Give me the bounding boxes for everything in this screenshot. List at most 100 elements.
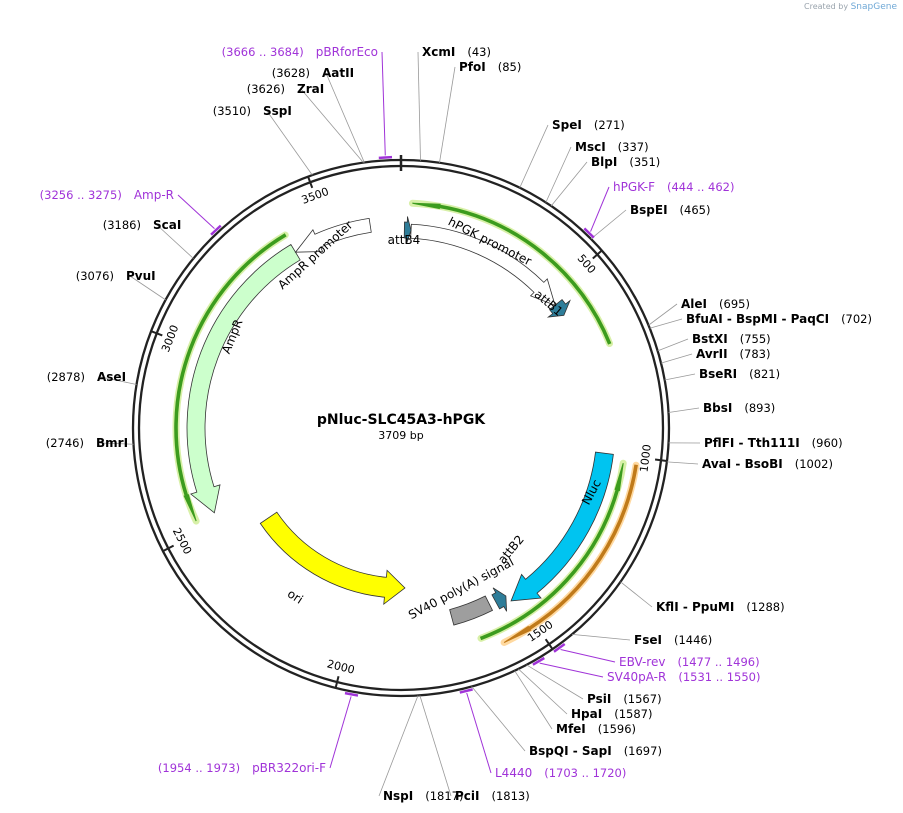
enzyme-position: (1817) (425, 789, 463, 803)
enzyme-name: HpaI (571, 707, 602, 721)
enzyme-position: (271) (594, 118, 625, 132)
enzyme-leader (590, 209, 627, 240)
enzyme-position: (1587) (614, 707, 652, 721)
enzyme-name: BmrI (96, 436, 128, 450)
enzyme-site-hpai[interactable]: HpaI (1587) (571, 707, 652, 721)
leader-lines (99, 51, 701, 797)
enzyme-site-bbsi[interactable]: BbsI (893) (703, 401, 775, 415)
enzyme-position: (755) (740, 332, 771, 346)
feature-sv40-poly-a-signal[interactable] (449, 595, 494, 626)
enzyme-site-spei[interactable]: SpeI (271) (552, 118, 625, 132)
scale-tick (162, 544, 175, 553)
enzyme-leader (514, 670, 553, 730)
enzyme-site-zrai[interactable]: ZraI(3626) (247, 82, 324, 96)
enzyme-site-bspqi-sapi[interactable]: BspQI - SapI(1697) (529, 744, 662, 758)
scale-tick (334, 676, 340, 689)
enzyme-site-aatii[interactable]: AatII(3628) (272, 66, 354, 80)
feature-attb1[interactable] (546, 299, 571, 318)
enzyme-name: SspI (263, 104, 292, 118)
feature-ampr[interactable] (186, 243, 301, 514)
enzyme-site-bmri[interactable]: BmrI(2746) (46, 436, 128, 450)
enzyme-leader (100, 376, 137, 385)
enzyme-site-blpi[interactable]: BlpI(351) (591, 155, 660, 169)
enzyme-position: (85) (498, 60, 522, 74)
primer-name: pBR322ori-F (252, 761, 326, 775)
enzyme-site-asei[interactable]: AseI(2878) (47, 370, 126, 384)
scale-tick (150, 330, 163, 337)
enzyme-name: SpeI (552, 118, 582, 132)
enzyme-site-avrii[interactable]: AvrII(783) (696, 347, 770, 361)
enzyme-leader (545, 146, 572, 203)
primer-amp-r[interactable]: Amp-R(3256 .. 3275) (40, 188, 174, 202)
tick-label: 2000 (326, 657, 356, 676)
tick-label: 1000 (637, 444, 653, 473)
enzyme-leader (526, 664, 584, 700)
enzyme-leader (649, 318, 683, 329)
feature-ori[interactable] (259, 511, 406, 606)
enzyme-site-scai[interactable]: ScaI(3186) (103, 218, 182, 232)
enzyme-site-pvui[interactable]: PvuI(3076) (76, 269, 156, 283)
enzyme-leader (156, 224, 194, 259)
primer-pbrforeco[interactable]: pBRforEco(3666 .. 3684) (222, 45, 378, 59)
enzyme-leader (660, 353, 693, 364)
enzyme-site-alei[interactable]: AleI (695) (681, 297, 750, 311)
enzyme-leader (300, 88, 364, 163)
feature-ampr-promoter[interactable] (294, 217, 372, 253)
enzyme-site-pcii[interactable]: PciI (1813) (455, 789, 530, 803)
enzyme-position: (351) (629, 155, 660, 169)
scale-tick (654, 458, 668, 462)
plasmid-name: pNluc-SLC45A3-hPGK (317, 412, 486, 428)
primer-name: Amp-R (134, 188, 174, 202)
snapgene-logo-text: SnapGene (850, 2, 897, 12)
tick-label: 2500 (170, 526, 194, 557)
enzyme-site-fsei[interactable]: FseI(1446) (634, 633, 712, 647)
primer-ebv-rev[interactable]: EBV-rev(1477 .. 1496) (619, 655, 760, 669)
tick-label: 3500 (300, 185, 331, 207)
orf-layer (172, 199, 640, 647)
enzyme-leader (266, 110, 313, 176)
enzyme-site-bseri[interactable]: BseRI(821) (699, 367, 780, 381)
orf-arrow (412, 202, 612, 345)
enzyme-site-kfli-ppumi[interactable]: KflI - PpuMI(1288) (656, 600, 785, 614)
enzyme-site-psii[interactable]: PsiI(1567) (587, 692, 662, 706)
primer-leader (560, 649, 616, 663)
enzyme-position: (465) (680, 203, 711, 217)
primer-hpgk-f[interactable]: hPGK-F(444 .. 462) (613, 180, 734, 194)
primer-sv40pa-r[interactable]: SV40pA-R(1531 .. 1550) (607, 670, 760, 684)
enzyme-site-msci[interactable]: MscI(337) (575, 140, 649, 154)
primer-l4440[interactable]: L4440(1703 .. 1720) (495, 766, 626, 780)
enzyme-position: (3510) (213, 104, 251, 118)
enzyme-site-xcmi[interactable]: XcmI(43) (422, 45, 491, 59)
enzyme-site-nspi[interactable]: NspI(1817) (383, 789, 464, 803)
enzyme-position: (3626) (247, 82, 285, 96)
enzyme-leader (99, 442, 134, 445)
enzyme-name: AleI (681, 297, 707, 311)
enzyme-name: XcmI (422, 45, 455, 59)
enzyme-site-sspi[interactable]: SspI (3510) (213, 104, 292, 118)
feature-nluc[interactable] (510, 451, 614, 602)
enzyme-leader (519, 124, 549, 188)
enzyme-site-pflfi-tth111i[interactable]: PflFI - Tth111I(960) (704, 436, 843, 450)
enzyme-position: (1288) (746, 600, 784, 614)
enzyme-site-mfei[interactable]: MfeI(1596) (556, 722, 636, 736)
enzyme-name: PciI (455, 789, 480, 803)
enzyme-site-bfuai-bspmi-paqci[interactable]: BfuAI - BspMI - PaqCI(702) (686, 312, 872, 326)
enzyme-position: (1813) (492, 789, 530, 803)
feature-attb2[interactable] (491, 587, 508, 612)
enzyme-leader (571, 633, 631, 641)
enzyme-site-pfoi[interactable]: PfoI (85) (459, 60, 521, 74)
enzyme-name: PfoI (459, 60, 486, 74)
enzyme-position: (893) (744, 401, 775, 415)
enzyme-name: BseRI (699, 367, 737, 381)
enzyme-position: (1446) (674, 633, 712, 647)
enzyme-site-avai-bsobi[interactable]: AvaI - BsoBI(1002) (702, 457, 833, 471)
enzyme-position: (695) (719, 297, 750, 311)
enzyme-site-bspei[interactable]: BspEI(465) (630, 203, 710, 217)
feature-attb4[interactable] (403, 216, 412, 244)
primer-pbr322ori-f[interactable]: pBR322ori-F(1954 .. 1973) (158, 761, 326, 775)
enzyme-position: (3186) (103, 218, 141, 232)
enzyme-name: BstXI (692, 332, 728, 346)
enzyme-name: BbsI (703, 401, 732, 415)
enzyme-site-bstxi[interactable]: BstXI (755) (692, 332, 771, 346)
